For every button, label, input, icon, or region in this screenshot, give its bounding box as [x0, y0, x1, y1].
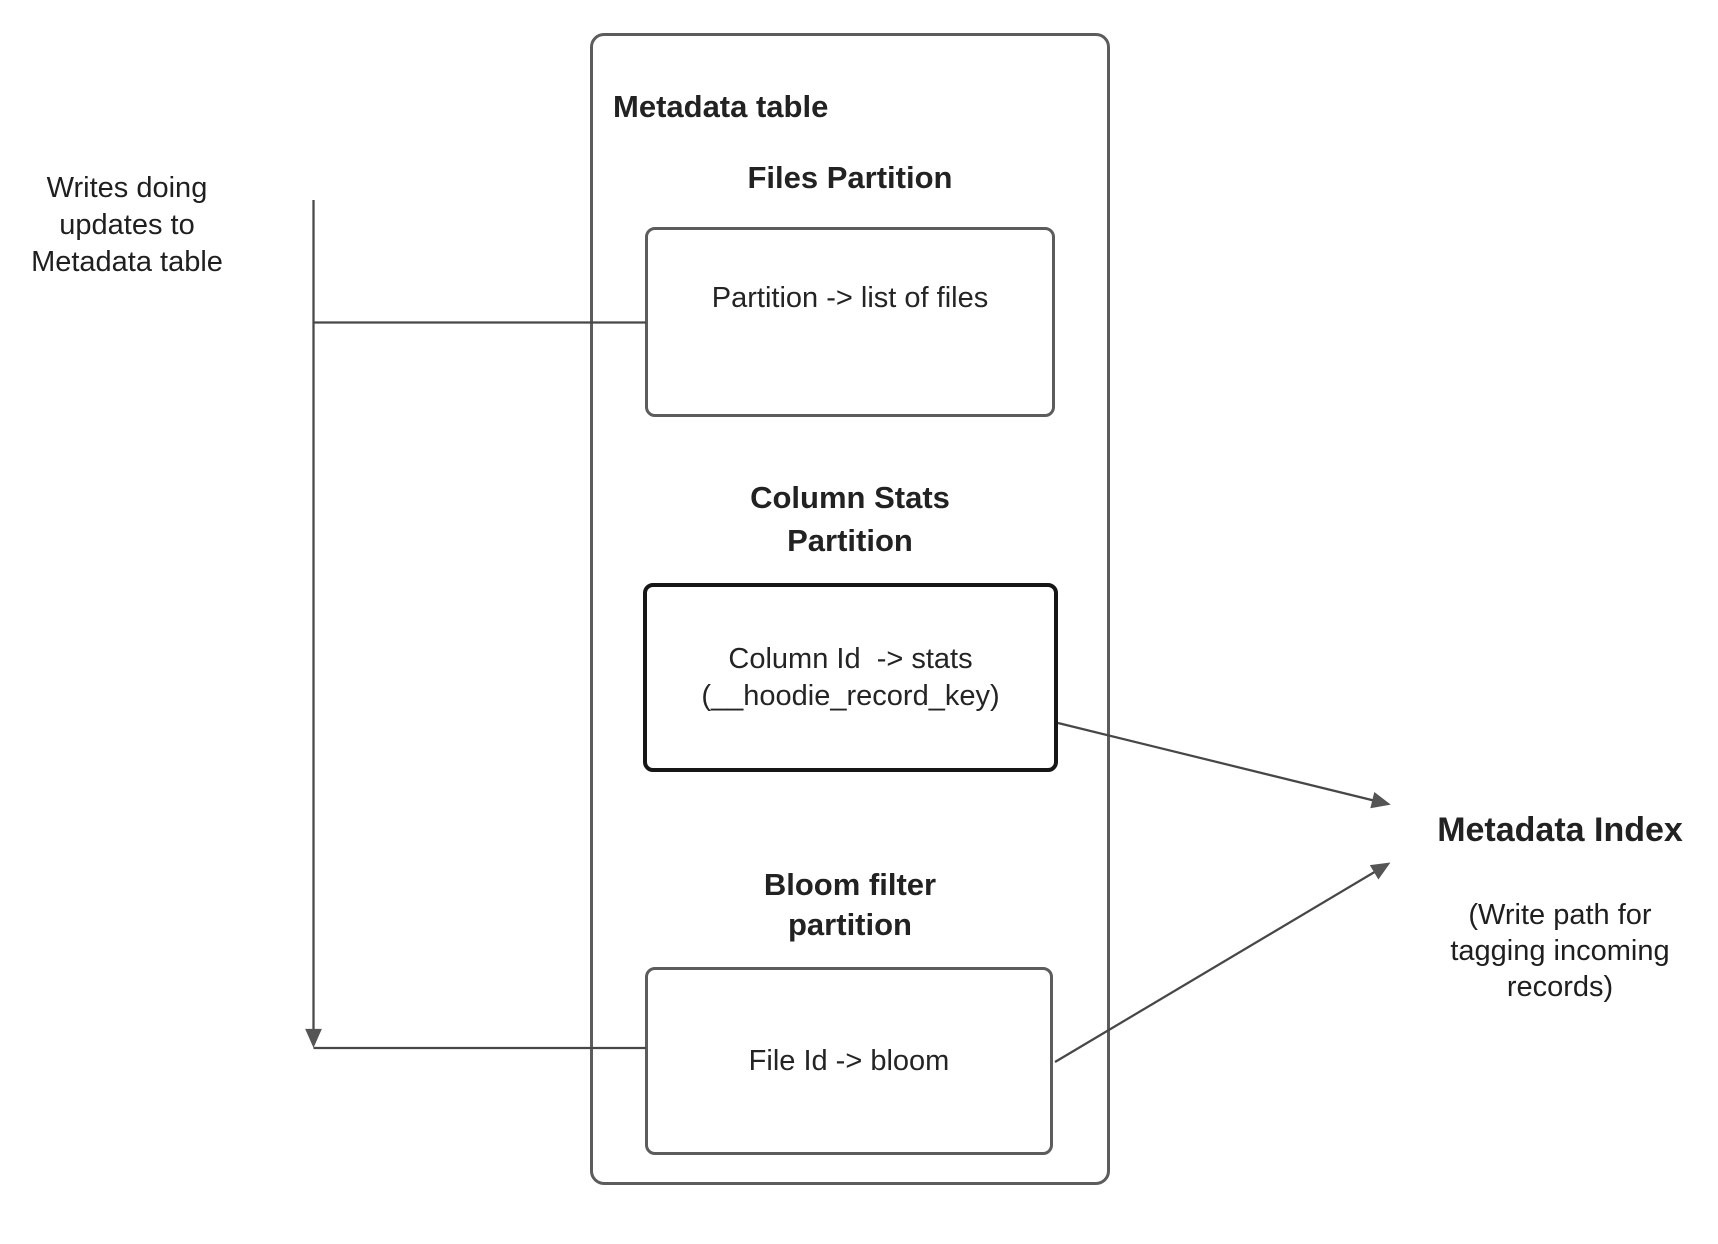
bloom-filter-partition-content: File Id -> bloom: [748, 1044, 950, 1077]
writes-updates-label: Writes doing updates to Metadata table: [31, 172, 223, 278]
column-stats-partition-heading: Column Stats Partition: [750, 480, 950, 558]
metadata-table-title: Metadata table: [613, 89, 829, 124]
bloom-filter-partition-box: File Id -> bloom: [645, 967, 1053, 1155]
column-stats-partition-box: Column Id -> stats (__hoodie_record_key): [643, 583, 1058, 772]
column-stats-partition-content: Column Id -> stats (__hoodie_record_key): [701, 642, 1000, 712]
bloom-filter-partition-heading: Bloom filter partition: [763, 867, 937, 942]
metadata-index-title: Metadata Index: [1437, 811, 1683, 849]
files-partition-content: Partition -> list of files: [711, 281, 989, 314]
files-partition-heading: Files Partition: [747, 160, 953, 195]
metadata-table-box: [590, 33, 1110, 1185]
metadata-index-subtitle: (Write path for tagging incoming records…: [1450, 899, 1670, 1003]
files-partition-box: Partition -> list of files: [645, 227, 1055, 417]
